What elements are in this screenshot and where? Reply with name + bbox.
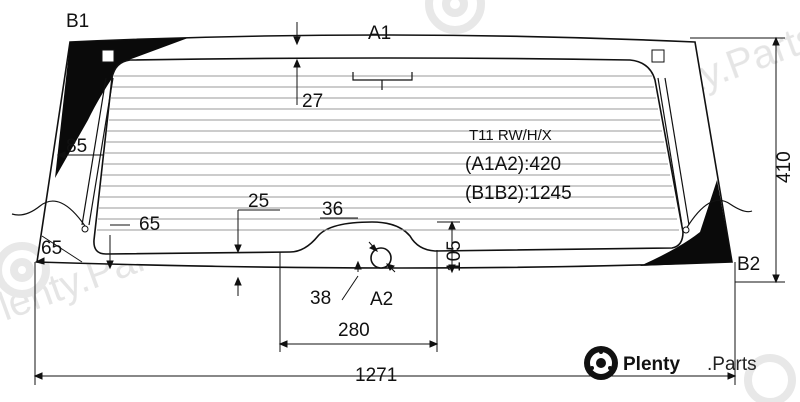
label-a2: A2 — [370, 289, 393, 310]
dim-280: 280 — [338, 320, 370, 341]
dim-105: 105 — [444, 240, 465, 272]
brake-disc-icon — [584, 346, 618, 380]
dim-65-corner: 65 — [41, 238, 62, 259]
plenty-parts-logo: Plenty .Parts — [584, 346, 757, 380]
mount-square-left — [101, 49, 115, 63]
label-b1: B1 — [66, 11, 89, 32]
heater-area-outline — [93, 57, 684, 255]
dim-1271: 1271 — [355, 365, 397, 386]
terminal-left-icon — [81, 225, 89, 233]
ceramic-band-top-left — [55, 38, 188, 178]
b1b2-height: (B1B2):1245 — [465, 183, 572, 204]
dim-27: 27 — [302, 91, 323, 112]
mount-square-right — [651, 49, 665, 63]
label-a1: A1 — [368, 23, 391, 44]
ceramic-band-bottom-right — [640, 180, 732, 266]
top-center-marker — [352, 72, 413, 90]
a1a2-height: (A1A2):420 — [465, 154, 561, 175]
dim-65-side: 65 — [139, 214, 160, 235]
model-code: T11 RW/H/X — [469, 127, 552, 144]
dim-25: 25 — [248, 191, 269, 212]
heater-grid-lines — [97, 75, 679, 231]
dimension-values: 27 85 65 65 25 36 105 38 280 1271 410 — [41, 91, 795, 386]
terminal-wire-right — [685, 199, 753, 230]
dim-38: 38 — [310, 288, 331, 309]
dim-36: 36 — [322, 199, 343, 220]
dim-410: 410 — [774, 151, 795, 183]
point-labels: B1 A1 B2 A2 — [66, 11, 760, 310]
dimension-lines — [33, 22, 785, 385]
bus-bar-right — [657, 77, 690, 226]
terminal-wire-left — [11, 200, 86, 227]
brand-name-suffix: .Parts — [707, 354, 757, 375]
dim-85: 85 — [66, 136, 87, 157]
bus-bar-left — [81, 77, 114, 226]
terminal-right-icon — [682, 226, 690, 234]
mount-hole-icon — [370, 247, 392, 269]
label-b2: B2 — [737, 254, 760, 275]
glass-spec-block: T11 RW/H/X (A1A2):420 (B1B2):1245 — [465, 127, 572, 204]
brand-name-bold: Plenty — [623, 354, 680, 375]
